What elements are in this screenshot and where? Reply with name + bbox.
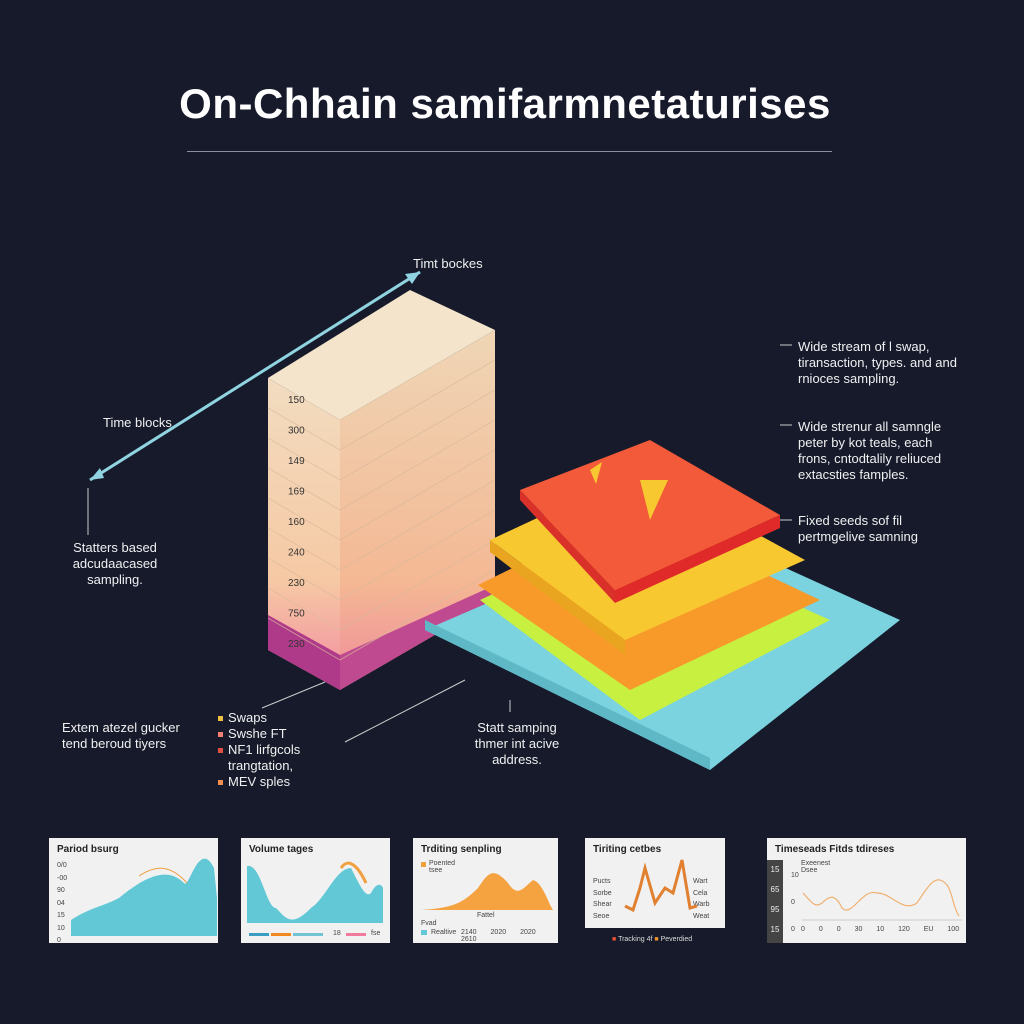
block-label: 230 xyxy=(288,578,305,589)
tick-label: Wart xyxy=(693,878,708,885)
legend-label: Fvad xyxy=(421,920,437,927)
legend-label: 18 xyxy=(333,930,341,937)
label-external: Extem atezel gucker tend beroud tiyers xyxy=(62,720,180,751)
legend-label: Poented tsee xyxy=(429,860,456,874)
tick-label: 0 xyxy=(801,926,805,933)
x-axis-label: Fattel xyxy=(477,912,495,919)
tick-label: 2610 xyxy=(461,936,477,943)
tick-label: Sorbe xyxy=(593,889,612,897)
block-label: 160 xyxy=(288,517,305,528)
time-blocks-stack xyxy=(267,290,496,690)
legend-label: Tracking 4f xyxy=(618,936,653,943)
card-trading: Trditing senpling Poented tsee Fattel Fv… xyxy=(413,838,558,943)
x-ticks: 2140 2020 2020 2610 xyxy=(461,929,558,943)
card-title: Tiriting cetbes xyxy=(593,844,662,855)
block-label: 150 xyxy=(288,395,305,406)
tick-label: 120 xyxy=(898,926,910,933)
label-right-1: Wide stream of l swap, tiransaction, typ… xyxy=(798,339,957,386)
block-label: 169 xyxy=(288,487,305,498)
tick-label: Weat xyxy=(693,912,710,920)
tick-label: 2020 xyxy=(490,929,507,936)
list-item: Swaps xyxy=(218,710,328,726)
tick-label: Pucts xyxy=(593,878,611,885)
list-item: MEV sples xyxy=(218,774,328,790)
card-title: Volume tages xyxy=(249,844,314,855)
tick-label: 15 xyxy=(770,925,780,934)
tick-label: 2140 xyxy=(461,929,477,936)
legend-label: Peverdied xyxy=(660,936,693,943)
block-label: 240 xyxy=(288,548,305,559)
tick-label: EU xyxy=(923,926,934,933)
tick-label: Cela xyxy=(693,889,708,897)
label-stratified: Statters based adcudaacased sampling. xyxy=(72,540,158,587)
block-label: 300 xyxy=(288,426,305,437)
tick-label: 0 xyxy=(57,937,61,944)
tick-label: 04 xyxy=(57,899,65,907)
block-label: 149 xyxy=(288,456,305,467)
card-title: Pariod bsurg xyxy=(57,844,119,855)
tick-label: 90 xyxy=(57,887,65,894)
tick-label: 65 xyxy=(770,885,780,894)
tick-label: -00 xyxy=(57,874,68,882)
label-right-2: Wide strenur all samngle peter by kot te… xyxy=(798,419,942,482)
legend-label: fse xyxy=(371,930,381,937)
card-title: Trditing senpling xyxy=(421,844,502,855)
tick-label: 95 xyxy=(770,905,780,914)
card-volume: Volume tages 18 fse xyxy=(241,838,390,943)
tick-label: Warb xyxy=(693,901,710,908)
block-label: 750 xyxy=(288,609,305,620)
y-ticks: 10 0 0 xyxy=(791,862,799,943)
page-title: On-Chhain samifarmnetaturises xyxy=(179,80,831,127)
tick-label: 10 xyxy=(791,872,799,879)
label-start-sampling: Statt samping thmer int acive address. xyxy=(474,720,560,767)
side-ticks: 15 65 95 15 xyxy=(767,860,783,943)
timing-footer-legend: ■ Tracking 4f ■ Peverdied xyxy=(612,936,693,943)
x-ticks: 0 0 0 30 10 120 EU 100 xyxy=(801,926,959,933)
y-ticks: 0/0 -00 90 04 15 10 0 xyxy=(57,860,67,948)
legend-label: Exeenest Dsee xyxy=(801,860,831,874)
title-divider xyxy=(187,151,832,152)
card-title: Timeseads Fitds tdireses xyxy=(775,844,895,855)
tick-label: Seoe xyxy=(593,912,610,920)
tick-label: 0 xyxy=(836,926,841,933)
card-period: Pariod bsurg 0/0 -00 90 04 15 10 0 xyxy=(49,838,218,944)
list-item: NF1 lirfgcols trangtation, xyxy=(218,742,328,774)
time-axis-arrow xyxy=(89,270,421,482)
tick-label: 15 xyxy=(770,865,780,874)
label-right-3: Fixed seeds sof fil pertmgelive samning xyxy=(798,513,918,544)
diagram-illustration: 150 300 149 169 160 240 230 750 230 xyxy=(87,270,900,770)
tick-label: 10 xyxy=(876,926,885,933)
tick-label: 0 xyxy=(791,926,795,933)
list-item: Swshe FT xyxy=(218,726,328,742)
legend-label: Realtive xyxy=(431,929,457,936)
label-time-blocks-top: Timt bockes xyxy=(413,256,483,271)
transaction-type-list: Swaps Swshe FT NF1 lirfgcols trangtation… xyxy=(218,710,328,790)
tick-label: 2020 xyxy=(520,929,536,936)
tick-label: 0 xyxy=(818,926,823,933)
tick-label: 30 xyxy=(854,926,863,933)
label-time-blocks-left: Time blocks xyxy=(103,415,172,430)
tick-label: 15 xyxy=(57,912,65,919)
sampling-layers xyxy=(425,440,900,770)
block-label: 230 xyxy=(288,639,305,650)
tick-label: 100 xyxy=(947,926,960,933)
tick-label: Shear xyxy=(593,901,612,908)
tick-label: 10 xyxy=(57,924,65,932)
tick-label: 0/0 xyxy=(57,862,67,869)
tick-label: 0 xyxy=(791,899,795,906)
